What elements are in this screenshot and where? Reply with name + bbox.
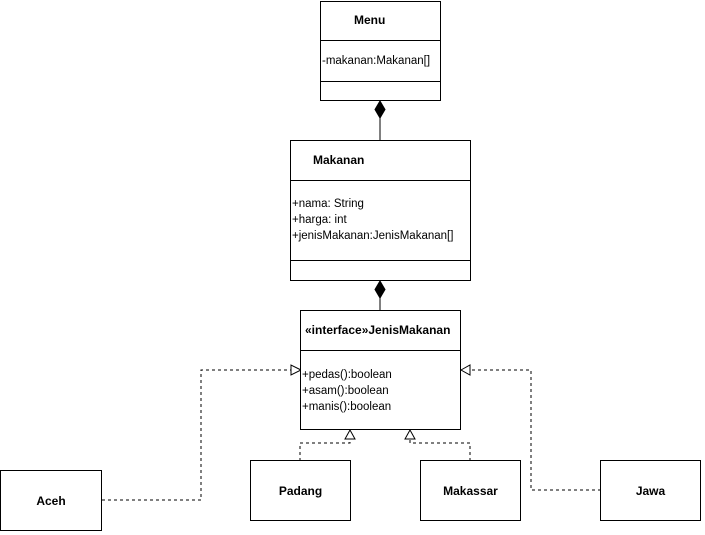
interface-method-asam: +asam():boolean [302,385,389,397]
class-makanan-attribute-harga: +harga: int [292,214,347,226]
class-jawa[interactable]: Jawa [600,460,701,521]
realization-line-padang [299,439,351,461]
class-menu-separator-2 [321,81,440,82]
class-menu-name: Menu [354,13,386,27]
interface-jenis-makanan[interactable]: «interface»JenisMakanan +pedas():boolean… [300,310,461,430]
realization-arrow-jawa [459,364,471,376]
class-padang[interactable]: Padang [250,460,351,521]
class-makanan[interactable]: Makanan +nama: String +harga: int +jenis… [290,140,471,281]
realization-arrow-aceh [290,364,303,376]
class-aceh-name: Aceh [36,494,66,508]
interface-stereotype: «interface» [305,323,369,337]
class-makanan-separator-1 [291,180,470,181]
class-makanan-name: Makanan [313,153,365,167]
class-aceh[interactable]: Aceh [0,470,102,531]
interface-name: JenisMakanan [368,323,451,337]
interface-separator-1 [301,350,460,351]
realization-line-makassar [409,439,471,461]
composition-diamond-makanan [374,280,386,299]
interface-method-manis: +manis():boolean [302,401,392,413]
class-makassar[interactable]: Makassar [420,460,521,521]
realization-line-aceh [102,369,291,501]
realization-arrow-makassar [404,428,416,440]
class-makanan-separator-2 [291,260,470,261]
class-makanan-attribute-nama: +nama: String [292,198,364,210]
interface-jenis-makanan-title: «interface»JenisMakanan [305,323,460,337]
class-menu-attribute: -makanan:Makanan[] [322,55,431,67]
interface-method-pedas: +pedas():boolean [302,369,392,381]
realization-arrow-padang [344,428,356,440]
class-menu[interactable]: Menu -makanan:Makanan[] [320,1,441,101]
class-jawa-name: Jawa [635,484,666,498]
composition-diamond-menu [374,100,386,119]
class-menu-separator-1 [321,40,440,41]
class-makanan-attribute-jenis: +jenisMakanan:JenisMakanan[] [292,230,454,242]
class-makassar-name: Makassar [443,484,498,498]
class-padang-name: Padang [278,484,323,498]
